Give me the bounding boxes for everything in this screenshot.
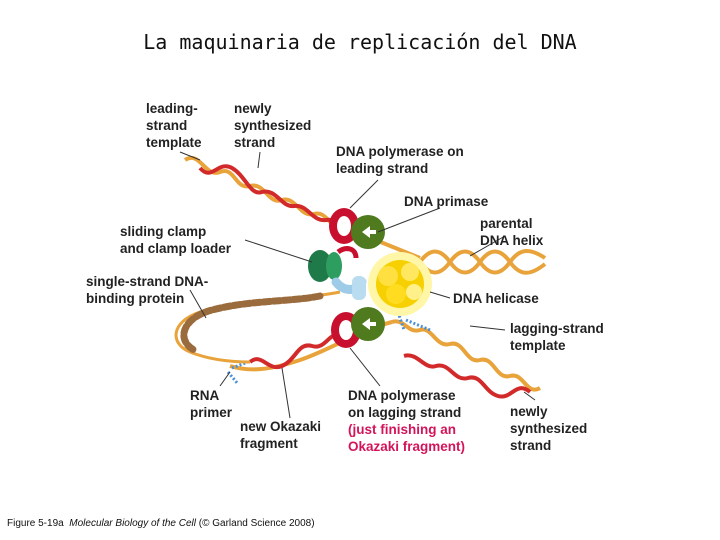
caption-suffix: (© Garland Science 2008) [196,518,315,529]
label-leading-strand-template: leading- strand template [146,101,202,150]
label-ssb: single-strand DNA- binding protein [86,274,209,306]
caption-prefix: Figure 5-19a [7,518,70,529]
label-polymerase-lagging: DNA polymerase on lagging strand [348,388,462,420]
label-helicase: DNA helicase [453,291,539,306]
rna-primer [226,311,431,385]
label-primase: DNA primase [404,194,489,209]
single-strand-binding-protein [174,290,341,364]
label-polymerase-lagging-note: (just finishing an Okazaki fragment) [348,422,466,454]
leader-lines [179,151,536,419]
parental-dna-helix [418,249,547,275]
label-lagging-template: lagging-strand template [510,321,604,353]
label-parental-helix: parental DNA helix [480,216,544,248]
label-sliding-clamp: sliding clamp and clamp loader [120,224,232,256]
caption-book-title: Molecular Biology of the Cell [69,518,196,529]
figure-caption: Figure 5-19a Molecular Biology of the Ce… [7,518,315,529]
dna-polymerase-lagging [331,307,385,348]
slide-title: La maquinaria de replicación del DNA [143,30,577,54]
sliding-clamp [308,246,359,282]
label-newly-synthesized-top: newly synthesized strand [234,101,312,150]
label-newly-synthesized-bottom: newly synthesized strand [510,404,588,453]
label-rna-primer: RNA primer [190,388,233,420]
ssb-near-fork [331,276,367,300]
dna-primase [351,215,385,249]
dna-helicase [368,252,432,316]
okazaki-fragment [248,331,532,399]
label-polymerase-leading: DNA polymerase on leading strand [336,144,464,176]
label-okazaki-fragment: new Okazaki fragment [240,419,322,451]
